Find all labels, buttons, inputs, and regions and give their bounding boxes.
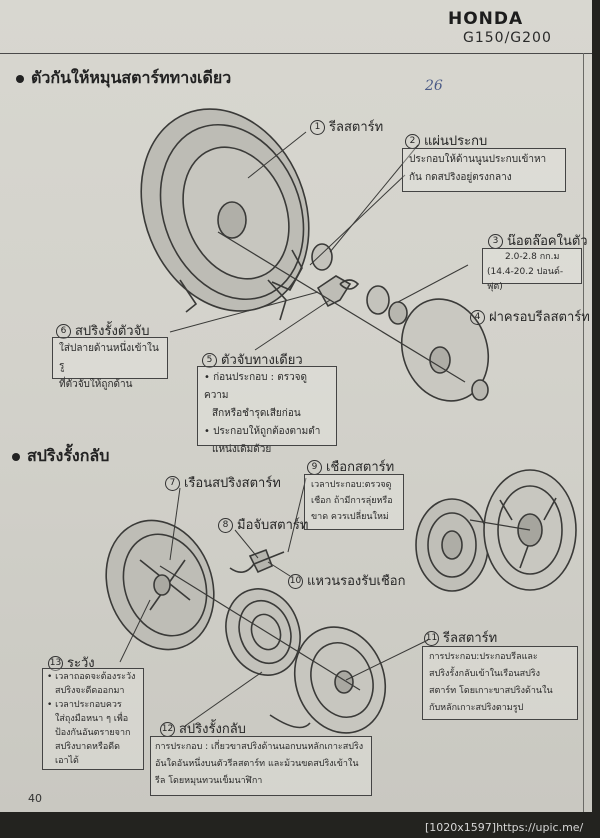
brand-name: HONDA <box>448 9 524 29</box>
part-label-13: 13 ระวัง <box>48 652 95 673</box>
note-line: สปริงบาดหรือดีด <box>55 742 120 752</box>
part-label-11: 11 รีลสตาร์ท <box>424 627 497 648</box>
part-label-12: 12 สปริงรั้งกลับ <box>160 718 246 739</box>
section-title-text: สปริงรั้งกลับ <box>27 446 110 465</box>
assembly-view-drawing <box>415 469 577 592</box>
manual-page: HONDA G150/G200 26 <box>0 0 592 812</box>
number-badge: 13 <box>48 656 63 671</box>
note-line: ประกอบให้ด้านนูนประกบเข้าหา <box>409 154 547 165</box>
number-badge: 12 <box>160 722 175 737</box>
number-badge: 3 <box>488 234 503 249</box>
note-line: กับหลักเกาะสปริงตามรูป <box>429 703 524 713</box>
plate-drawing <box>311 243 333 271</box>
part-label-10: 10 แหวนรองรับเชือก <box>288 570 405 591</box>
part-name: แผ่นประกบ <box>424 134 488 149</box>
number-badge: 10 <box>288 574 303 589</box>
part-label-7: 7 เรือนสปริงสตาร์ท <box>165 472 281 493</box>
number-badge: 8 <box>218 518 233 533</box>
note-line: ใส่ปลายด้านหนึ่งเข้าในรู <box>59 343 159 372</box>
note-line: อันใดอันหนึ่งบนตัวรีลสตาร์ท และม้วนขดสปร… <box>155 759 359 769</box>
nut-drawing <box>366 285 390 315</box>
note-line: (14.4-20.2 ปอนด์-ฟุต) <box>487 267 564 292</box>
note-line: สึกหรือชำรุดเสียก่อน <box>212 408 301 419</box>
starter-case-drawing <box>105 519 215 651</box>
note-line: • เวลาถอดจะต้องระวัง <box>47 672 136 682</box>
page-edge-rule <box>583 53 584 812</box>
note-box-2: ประกอบให้ด้านนูนประกบเข้าหา กัน กดสปริงอ… <box>402 148 566 192</box>
part-label-1: 1 รีลสตาร์ท <box>310 116 383 137</box>
part-name: เรือนสปริงสตาร์ท <box>184 476 281 491</box>
part-name: ระวัง <box>67 656 95 671</box>
part-label-5: 5 ตัวจับทางเดียว <box>202 349 303 370</box>
note-line: กัน กดสปริงอยู่ตรงกลาง <box>409 172 512 183</box>
bullet-icon <box>12 452 20 461</box>
part-name: แหวนรองรับเชือก <box>307 574 406 589</box>
note-line: แหน่งเดิมด้วย <box>212 444 272 455</box>
note-line: สปริงจะดีดออกมา <box>55 686 125 696</box>
number-badge: 2 <box>405 134 420 149</box>
note-line: • ก่อนประกอบ : ตรวจดูความ <box>204 372 308 401</box>
part-name: ตัวจับทางเดียว <box>221 353 303 368</box>
note-line: ที่ตัวจับให้ถูกด้าน <box>59 379 133 390</box>
starter-reel-drawing <box>269 626 387 734</box>
note-box-11: การประกอบ:ประกอบรีลและ สปริงรั้งกลับเข้า… <box>422 646 578 720</box>
number-badge: 11 <box>424 631 439 646</box>
note-line: 2.0-2.8 กก.ม <box>505 252 560 262</box>
number-badge: 7 <box>165 476 180 491</box>
part-name: มือจับสตาร์ท <box>237 518 309 533</box>
note-box-6: ใส่ปลายด้านหนึ่งเข้าในรู ที่ตัวจับให้ถูก… <box>52 337 168 390</box>
note-line: การประกอบ:ประกอบรีลและ <box>429 652 538 662</box>
note-line: รีล โดยหมุนทวนเข็มนาฬิกา <box>155 776 263 786</box>
note-line: • ประกอบให้ถูกต้องตามตำ <box>204 426 321 437</box>
page-number: 40 <box>28 792 42 805</box>
number-badge: 4 <box>470 310 485 325</box>
bullet-icon <box>16 74 24 83</box>
part-label-2: 2 แผ่นประกบ <box>405 130 487 151</box>
number-badge: 9 <box>307 460 322 475</box>
note-line: เวลาประกอบ:ตรวจดู <box>311 480 392 490</box>
header-rule <box>0 53 592 54</box>
note-line: ป้องกันอันตรายจาก <box>55 728 131 738</box>
parts-illustration <box>105 108 577 734</box>
note-line: การประกอบ : เกี่ยวขาสปริงด้านนอกบนหลักเก… <box>155 742 364 752</box>
note-line: สตาร์ท โดยเกาะขาสปริงด้านใน <box>429 686 553 696</box>
note-box-3: 2.0-2.8 กก.ม (14.4-20.2 ปอนด์-ฟุต) <box>482 248 582 292</box>
part-name: รีลสตาร์ท <box>329 120 384 135</box>
model-name: G150/G200 <box>463 30 552 46</box>
note-line: เอาได้ <box>55 756 79 766</box>
part-label-4: 4 ฝาครอบรีลสตาร์ท <box>470 306 590 327</box>
note-box-9: เวลาประกอบ:ตรวจดู เชือก ถ้ามีการลุ่ยหรือ… <box>304 474 404 530</box>
reel-cover-drawing <box>400 298 490 402</box>
note-box-12: การประกอบ : เกี่ยวขาสปริงด้านนอกบนหลักเก… <box>150 736 372 796</box>
note-line: • เวลาประกอบควร <box>47 700 122 710</box>
part-label-6: 6 สปริงรั้งตัวจับ <box>56 320 149 341</box>
part-name: สปริงรั้งกลับ <box>179 722 246 737</box>
part-label-9: 9 เชือกสตาร์ท <box>307 456 394 477</box>
note-line: เชือก ถ้ามีการลุ่ยหรือ <box>311 496 393 506</box>
image-caption: [1020x1597]https://upic.me/ <box>425 821 584 834</box>
part-name: น๊อตล๊อคในตัว <box>507 234 588 249</box>
section-title-recoil-spring: สปริงรั้งกลับ <box>12 444 109 469</box>
section-title-text: ตัวกันให้หมุนสตาร์ททางเดียว <box>31 68 232 87</box>
recoil-housing-drawing <box>140 108 310 321</box>
part-name: สปริงรั้งตัวจับ <box>75 324 150 339</box>
number-badge: 5 <box>202 353 217 368</box>
part-label-8: 8 มือจับสตาร์ท <box>218 514 308 535</box>
number-badge: 1 <box>310 120 325 135</box>
handwritten-note: 26 <box>425 78 443 94</box>
note-line: ใส่ถุงมือหนา ๆ เพื่อ <box>55 714 129 724</box>
note-box-5: • ก่อนประกอบ : ตรวจดูความ สึกหรือชำรุดเส… <box>197 366 337 455</box>
part-name: ฝาครอบรีลสตาร์ท <box>489 310 590 325</box>
part-name: เชือกสตาร์ท <box>326 460 395 475</box>
section-title-one-way-clutch: ตัวกันให้หมุนสตาร์ททางเดียว <box>16 66 231 91</box>
spring-drawing <box>225 588 301 676</box>
note-line: สปริงรั้งกลับเข้าในเรือนสปริง <box>429 669 541 679</box>
number-badge: 6 <box>56 324 71 339</box>
part-name: รีลสตาร์ท <box>443 631 498 646</box>
note-line: ขาด ควรเปลี่ยนใหม่ <box>311 512 389 522</box>
note-box-13: • เวลาถอดจะต้องระวัง สปริงจะดีดออกมา • เ… <box>42 668 144 770</box>
